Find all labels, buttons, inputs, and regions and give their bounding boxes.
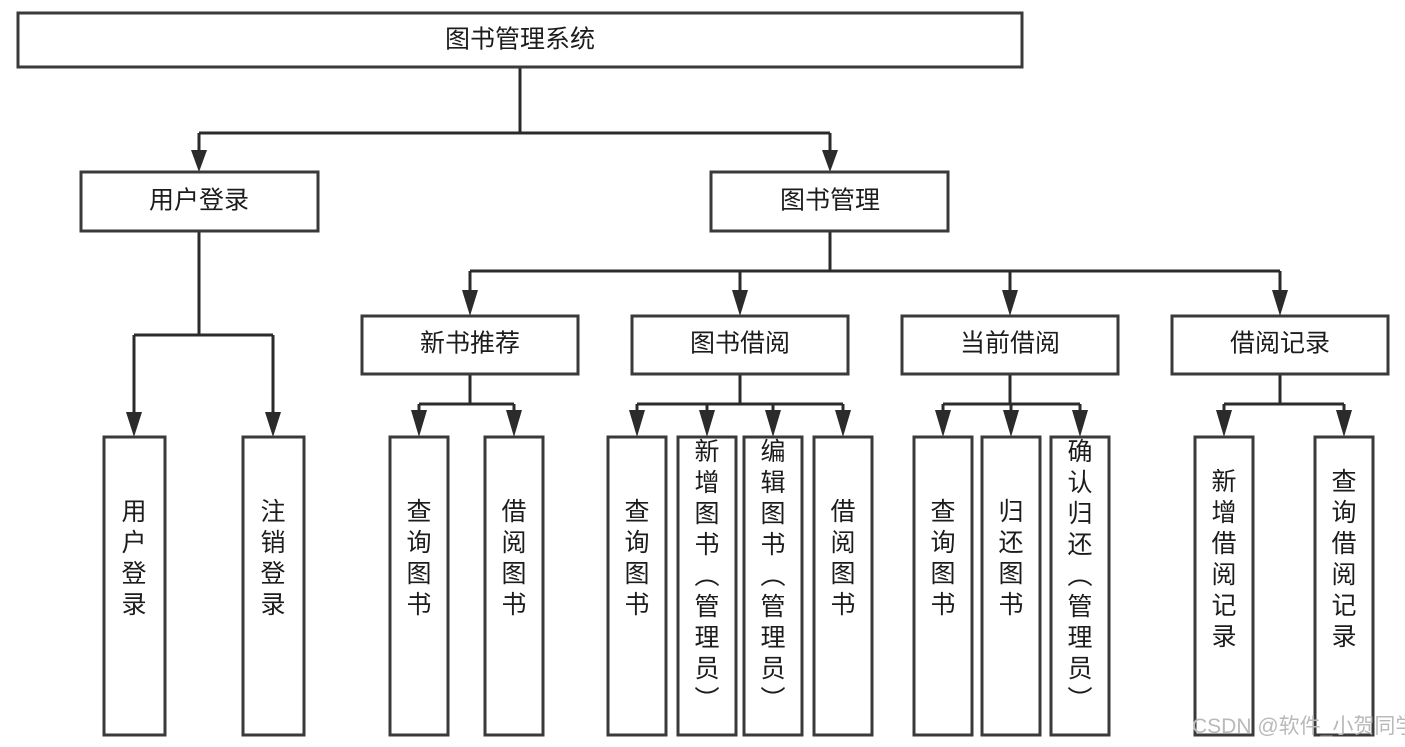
node-user-login[interactable]: 用户登录 [79, 170, 320, 233]
node-leaf-add-book-admin-label: 新增图书︵管理员︶ [694, 438, 719, 714]
node-leaf-borrow-book-1-label: 借阅图书 [501, 498, 526, 619]
node-leaf-add-borrow-record-label: 新增借阅记录 [1211, 468, 1236, 651]
node-leaf-confirm-return-admin[interactable]: 确认归还︵管理员︶ [1049, 435, 1111, 737]
csdn-watermark: CSDN @软件_小贺同学 [1192, 715, 1405, 738]
node-leaf-borrow-book-2-box[interactable] [812, 435, 874, 737]
node-book-borrow-label: 图书借阅 [690, 330, 790, 358]
node-leaf-query-book-3-box[interactable] [912, 435, 974, 737]
arrow-head-leaf-return-book [1003, 410, 1019, 437]
arrow-head-leaf-query-book-3 [935, 410, 951, 437]
arrow-head-leaf-logout-login [265, 412, 281, 437]
node-leaf-logout-login-box[interactable] [241, 435, 306, 737]
node-current-borrow[interactable]: 当前借阅 [900, 314, 1120, 376]
node-leaf-user-login[interactable]: 用户登录 [102, 435, 167, 737]
arrow-head-new-book-recommend [462, 290, 478, 316]
node-root-box[interactable] [16, 11, 1024, 69]
node-book-management-box[interactable] [709, 170, 950, 233]
node-borrow-record[interactable]: 借阅记录 [1170, 314, 1390, 376]
node-leaf-return-book-label: 归还图书 [998, 498, 1023, 619]
node-root-label: 图书管理系统 [445, 26, 595, 54]
node-leaf-add-borrow-record-box[interactable] [1193, 435, 1255, 737]
arrow-head-leaf-add-borrow-record [1216, 410, 1232, 437]
node-leaf-confirm-return-admin-box[interactable] [1049, 435, 1111, 737]
node-leaf-edit-book-admin-label: 编辑图书︵管理员︶ [760, 438, 785, 714]
node-current-borrow-box[interactable] [900, 314, 1120, 376]
node-root-book-management-system[interactable]: 图书管理系统 [16, 11, 1024, 69]
node-leaf-logout-login-label: 注销登录 [260, 498, 285, 619]
node-user-login-label: 用户登录 [149, 187, 249, 215]
arrow-head-book-borrow [732, 290, 748, 316]
arrow-head-current-borrow [1002, 290, 1018, 316]
node-leaf-query-book-2-label: 查询图书 [624, 498, 649, 619]
connector-layer [126, 67, 1352, 437]
arrow-head-book-management [822, 150, 838, 172]
arrow-head-borrow-record [1272, 290, 1288, 316]
node-leaf-edit-book-admin-box[interactable] [742, 435, 804, 737]
arrow-head-user-login [191, 150, 207, 172]
node-leaf-add-book-admin[interactable]: 新增图书︵管理员︶ [676, 435, 738, 737]
arrow-head-leaf-user-login [126, 412, 142, 437]
node-leaf-borrow-book-2-label: 借阅图书 [830, 498, 855, 619]
arrow-head-leaf-confirm-return-admin [1072, 410, 1088, 437]
arrow-head-leaf-edit-book-admin [765, 410, 781, 437]
node-leaf-query-book-3-label: 查询图书 [930, 498, 955, 619]
node-new-book-recommend-label: 新书推荐 [420, 330, 520, 358]
node-leaf-add-book-admin-box[interactable] [676, 435, 738, 737]
node-borrow-record-box[interactable] [1170, 314, 1390, 376]
arrow-head-leaf-add-book-admin [699, 410, 715, 437]
node-leaf-confirm-return-admin-label: 确认归还︵管理员︶ [1067, 438, 1092, 714]
node-new-book-recommend-box[interactable] [360, 314, 580, 376]
node-leaf-borrow-book-1[interactable]: 借阅图书 [483, 435, 545, 737]
node-leaf-query-book-3[interactable]: 查询图书 [912, 435, 974, 737]
node-book-management-label: 图书管理 [780, 187, 880, 215]
node-leaf-query-book-2-box[interactable] [606, 435, 668, 737]
node-leaf-query-book-1-label: 查询图书 [406, 498, 431, 619]
node-leaf-add-borrow-record[interactable]: 新增借阅记录 [1193, 435, 1255, 737]
node-leaf-query-book-1-box[interactable] [388, 435, 450, 737]
arrow-head-leaf-borrow-book-1 [506, 410, 522, 437]
node-leaf-query-book-2[interactable]: 查询图书 [606, 435, 668, 737]
node-book-borrow[interactable]: 图书借阅 [630, 314, 850, 376]
node-leaf-user-login-box[interactable] [102, 435, 167, 737]
node-leaf-return-book-box[interactable] [980, 435, 1042, 737]
node-leaf-query-book-1[interactable]: 查询图书 [388, 435, 450, 737]
node-leaf-logout-login[interactable]: 注销登录 [241, 435, 306, 737]
node-book-borrow-box[interactable] [630, 314, 850, 376]
node-book-management[interactable]: 图书管理 [709, 170, 950, 233]
node-leaf-query-borrow-record[interactable]: 查询借阅记录 [1313, 435, 1375, 737]
node-leaf-return-book[interactable]: 归还图书 [980, 435, 1042, 737]
node-leaf-borrow-book-1-box[interactable] [483, 435, 545, 737]
node-new-book-recommend[interactable]: 新书推荐 [360, 314, 580, 376]
node-leaf-user-login-label: 用户登录 [121, 498, 146, 619]
node-leaf-query-borrow-record-label: 查询借阅记录 [1331, 468, 1356, 651]
arrow-head-leaf-query-borrow-record [1336, 410, 1352, 437]
arrow-head-leaf-borrow-book-2 [835, 410, 851, 437]
node-leaf-borrow-book-2[interactable]: 借阅图书 [812, 435, 874, 737]
arrow-head-leaf-query-book-2 [629, 410, 645, 437]
node-leaf-edit-book-admin[interactable]: 编辑图书︵管理员︶ [742, 435, 804, 737]
node-current-borrow-label: 当前借阅 [960, 330, 1060, 358]
node-user-login-box[interactable] [79, 170, 320, 233]
node-leaf-query-borrow-record-box[interactable] [1313, 435, 1375, 737]
arrow-head-leaf-query-book-1 [411, 410, 427, 437]
node-borrow-record-label: 借阅记录 [1230, 330, 1330, 358]
